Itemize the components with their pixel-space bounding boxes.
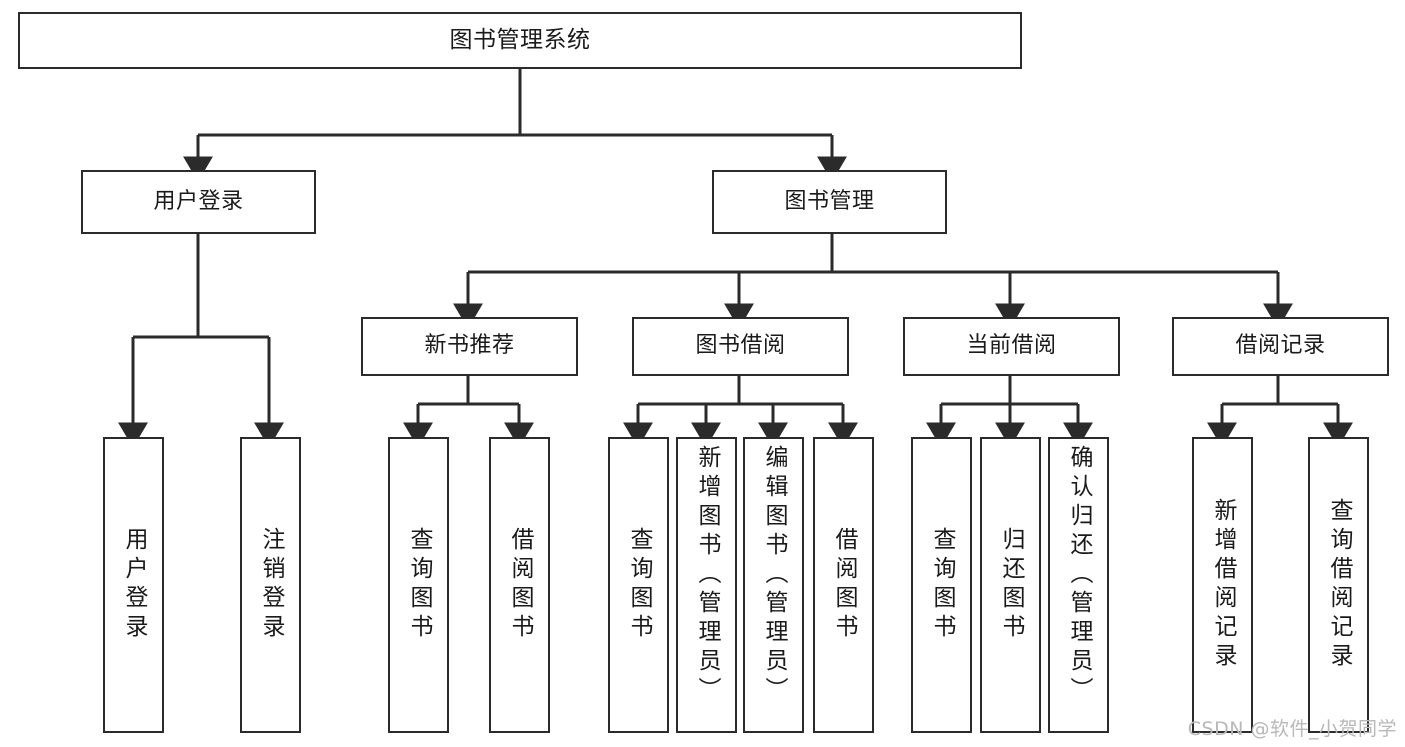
node-leaf-logout-label: 注销登录 xyxy=(258,527,284,643)
node-book-manage-label: 图书管理 xyxy=(784,188,875,214)
node-book-borrow[interactable]: 图书借阅 xyxy=(632,317,849,376)
node-leaf-borrow-book-2-label: 借阅图书 xyxy=(831,527,857,643)
node-borrow-record[interactable]: 借阅记录 xyxy=(1172,317,1389,376)
node-book-borrow-label: 图书借阅 xyxy=(695,333,786,359)
node-borrow-record-label: 借阅记录 xyxy=(1235,333,1326,359)
node-book-manage[interactable]: 图书管理 xyxy=(712,170,947,234)
node-leaf-query-book-2[interactable]: 查询图书 xyxy=(608,437,669,733)
node-leaf-confirm-return[interactable]: 确认归还（管理员） xyxy=(1048,437,1109,733)
node-root[interactable]: 图书管理系统 xyxy=(18,12,1022,69)
node-leaf-return-book[interactable]: 归还图书 xyxy=(980,437,1041,733)
node-leaf-query-book-1[interactable]: 查询图书 xyxy=(388,437,449,733)
node-root-label: 图书管理系统 xyxy=(449,26,591,53)
node-leaf-confirm-return-label: 确认归还（管理员） xyxy=(1066,445,1092,706)
node-leaf-query-record[interactable]: 查询借阅记录 xyxy=(1308,437,1369,733)
node-leaf-add-book-label: 新增图书（管理员） xyxy=(694,445,720,706)
node-leaf-query-book-3-label: 查询图书 xyxy=(929,527,955,643)
node-current-borrow-label: 当前借阅 xyxy=(966,333,1057,359)
node-leaf-return-book-label: 归还图书 xyxy=(998,527,1024,643)
node-leaf-edit-book-label: 编辑图书（管理员） xyxy=(761,445,787,706)
node-new-book-rec-label: 新书推荐 xyxy=(424,333,515,359)
csdn-watermark: CSDN @软件_小贺同学 xyxy=(1187,718,1397,740)
node-leaf-user-login[interactable]: 用户登录 xyxy=(103,437,164,733)
node-leaf-query-record-label: 查询借阅记录 xyxy=(1326,498,1352,672)
node-leaf-borrow-book-1[interactable]: 借阅图书 xyxy=(489,437,550,733)
node-leaf-user-login-label: 用户登录 xyxy=(121,527,147,643)
node-user-login[interactable]: 用户登录 xyxy=(81,170,316,234)
node-leaf-add-record[interactable]: 新增借阅记录 xyxy=(1192,437,1253,733)
node-leaf-query-book-1-label: 查询图书 xyxy=(406,527,432,643)
node-leaf-query-book-2-label: 查询图书 xyxy=(626,527,652,643)
node-leaf-borrow-book-1-label: 借阅图书 xyxy=(507,527,533,643)
node-leaf-add-record-label: 新增借阅记录 xyxy=(1210,498,1236,672)
node-user-login-label: 用户登录 xyxy=(153,188,244,214)
node-leaf-add-book[interactable]: 新增图书（管理员） xyxy=(676,437,737,733)
node-current-borrow[interactable]: 当前借阅 xyxy=(903,317,1120,376)
node-leaf-query-book-3[interactable]: 查询图书 xyxy=(911,437,972,733)
node-leaf-edit-book[interactable]: 编辑图书（管理员） xyxy=(743,437,804,733)
node-leaf-borrow-book-2[interactable]: 借阅图书 xyxy=(813,437,874,733)
node-leaf-logout[interactable]: 注销登录 xyxy=(240,437,301,733)
node-new-book-rec[interactable]: 新书推荐 xyxy=(361,317,578,376)
